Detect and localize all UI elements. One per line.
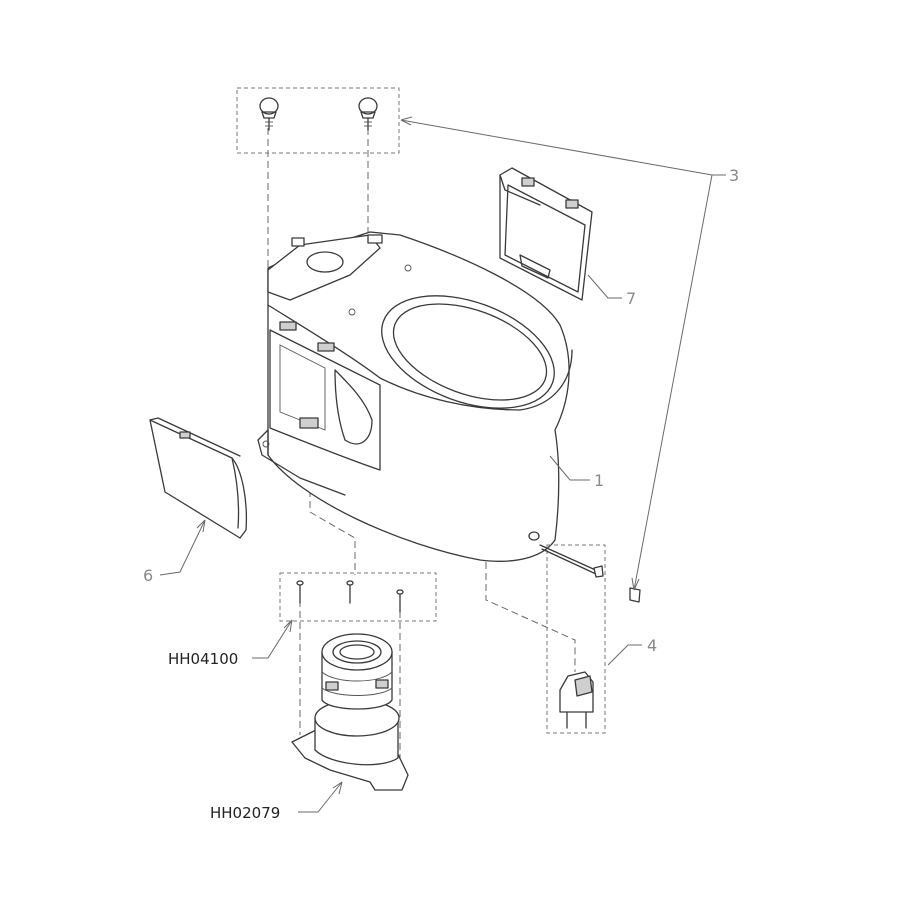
callout-3: 3 xyxy=(729,166,739,185)
side-cover-panel-icon xyxy=(149,417,248,539)
screw-icon xyxy=(396,589,404,613)
bolt-caps-group xyxy=(236,87,400,154)
bolt-cap-icon xyxy=(358,97,378,131)
floor-screws-group xyxy=(279,572,437,622)
callout-1: 1 xyxy=(594,471,604,490)
floor-flange-icon xyxy=(291,633,409,791)
bolt-cap-icon xyxy=(629,587,641,603)
toilet-bowl-icon xyxy=(257,231,573,562)
bolt-cap-icon xyxy=(259,97,279,131)
callout-4: 4 xyxy=(647,636,657,655)
part-number-flange: HH02079 xyxy=(210,804,280,822)
part-number-screws: HH04100 xyxy=(168,650,238,668)
callout-leaders xyxy=(159,116,726,813)
mounting-bracket-group xyxy=(539,544,641,734)
callout-7: 7 xyxy=(626,289,636,308)
rear-cover-panel-icon xyxy=(499,167,593,301)
screw-icon xyxy=(346,580,354,604)
mounting-bracket-icon xyxy=(539,544,604,729)
screw-icon xyxy=(296,580,304,604)
callout-6: 6 xyxy=(143,566,153,585)
